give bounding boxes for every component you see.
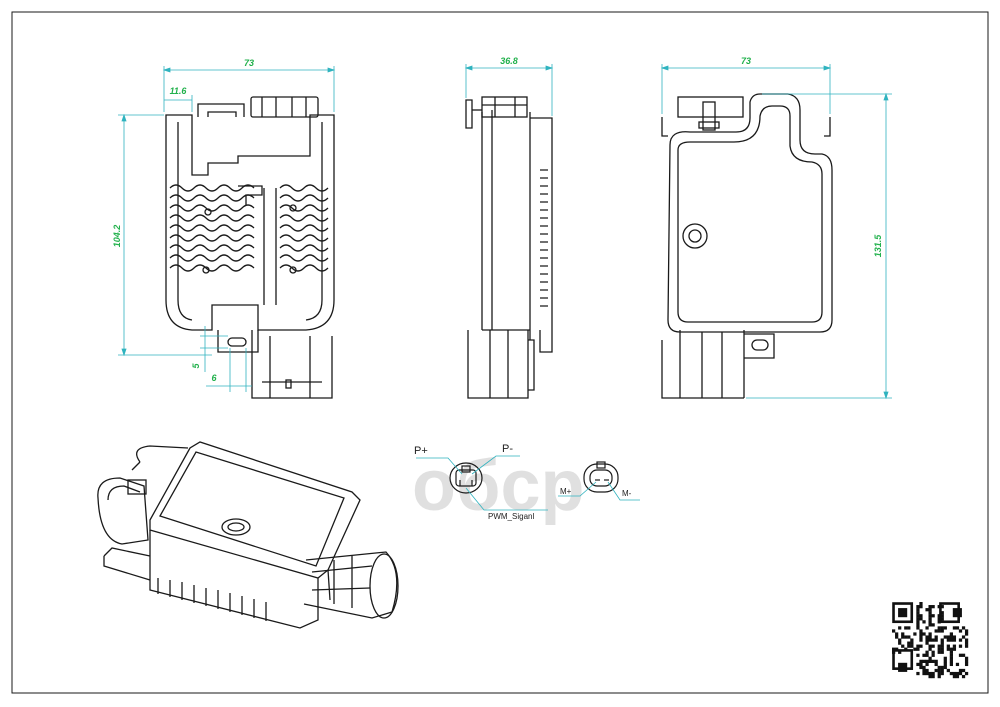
isometric-view [97, 441, 399, 629]
front-view [165, 96, 335, 399]
pin-label-m-minus: M- [622, 489, 632, 498]
dim-front-slot-height: 5 [191, 363, 201, 369]
dim-front-height: 104.2 [112, 225, 122, 248]
qr-code-icon [892, 602, 969, 679]
main-connector-leaders [416, 455, 548, 511]
dim-side-depth: 36.8 [500, 56, 518, 66]
pin-label-p-minus: P- [502, 443, 513, 455]
dim-back-width: 73 [741, 56, 751, 66]
side-view-dimensions [464, 64, 554, 116]
dim-front-width: 73 [244, 58, 254, 68]
side-view [465, 96, 553, 399]
pin-label-m-plus: M+ [560, 487, 572, 496]
motor-connector-leaders [558, 481, 640, 501]
dim-back-total-height: 131.5 [873, 234, 883, 258]
drawing-frame [11, 11, 989, 694]
watermark-logo: oбcp [412, 446, 584, 526]
pin-label-pwm-signal: PWM_Siganl [488, 512, 534, 521]
back-view-dimensions [660, 64, 892, 400]
dim-front-slot-width: 6 [211, 373, 217, 383]
main-connector-diagram [449, 462, 483, 494]
front-view-dimensions [118, 66, 336, 392]
pin-label-p-plus: P+ [414, 445, 428, 457]
motor-connector-diagram [583, 461, 619, 493]
back-view [661, 93, 833, 399]
dim-front-offset: 11.6 [170, 86, 188, 96]
